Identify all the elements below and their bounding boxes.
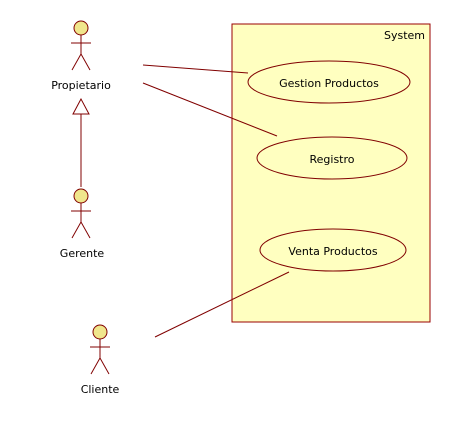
- use-case-venta-productos[interactable]: Venta Productos: [259, 228, 407, 272]
- use-case-label: Venta Productos: [288, 245, 377, 258]
- actor-gerente[interactable]: [71, 188, 91, 239]
- use-case-ellipse[interactable]: [256, 136, 408, 180]
- actor-cliente[interactable]: [90, 324, 110, 375]
- actor-head: [73, 20, 89, 36]
- use-case-label: Registro: [309, 153, 354, 166]
- actor-head: [92, 324, 108, 340]
- use-case-ellipse[interactable]: [259, 228, 407, 272]
- association-propietario-registro: [142, 82, 278, 137]
- actor-left-leg: [71, 221, 82, 239]
- generalization-gerente-propietario: [72, 97, 90, 187]
- use-case-gestion-productos[interactable]: Gestion Productos: [247, 60, 411, 104]
- association-propietario-gestion: [142, 64, 249, 74]
- actor-left-leg: [71, 53, 82, 71]
- actor-right-leg: [80, 53, 91, 71]
- actor-right-leg: [80, 221, 91, 239]
- use-case-ellipse[interactable]: [247, 60, 411, 104]
- actor-label-propietario: Propietario: [51, 79, 111, 92]
- actor-right-leg: [99, 357, 110, 375]
- actor-label-cliente: Cliente: [81, 383, 120, 396]
- use-case-label: Gestion Productos: [279, 77, 379, 90]
- generalization-arrowhead: [72, 97, 90, 115]
- use-case-registro[interactable]: Registro: [256, 136, 408, 180]
- association-cliente-venta: [154, 271, 290, 338]
- actor-propietario[interactable]: [71, 20, 91, 71]
- actor-label-gerente: Gerente: [60, 247, 105, 260]
- actor-head: [73, 188, 89, 204]
- system-label: System: [384, 29, 425, 42]
- actor-left-leg: [90, 357, 101, 375]
